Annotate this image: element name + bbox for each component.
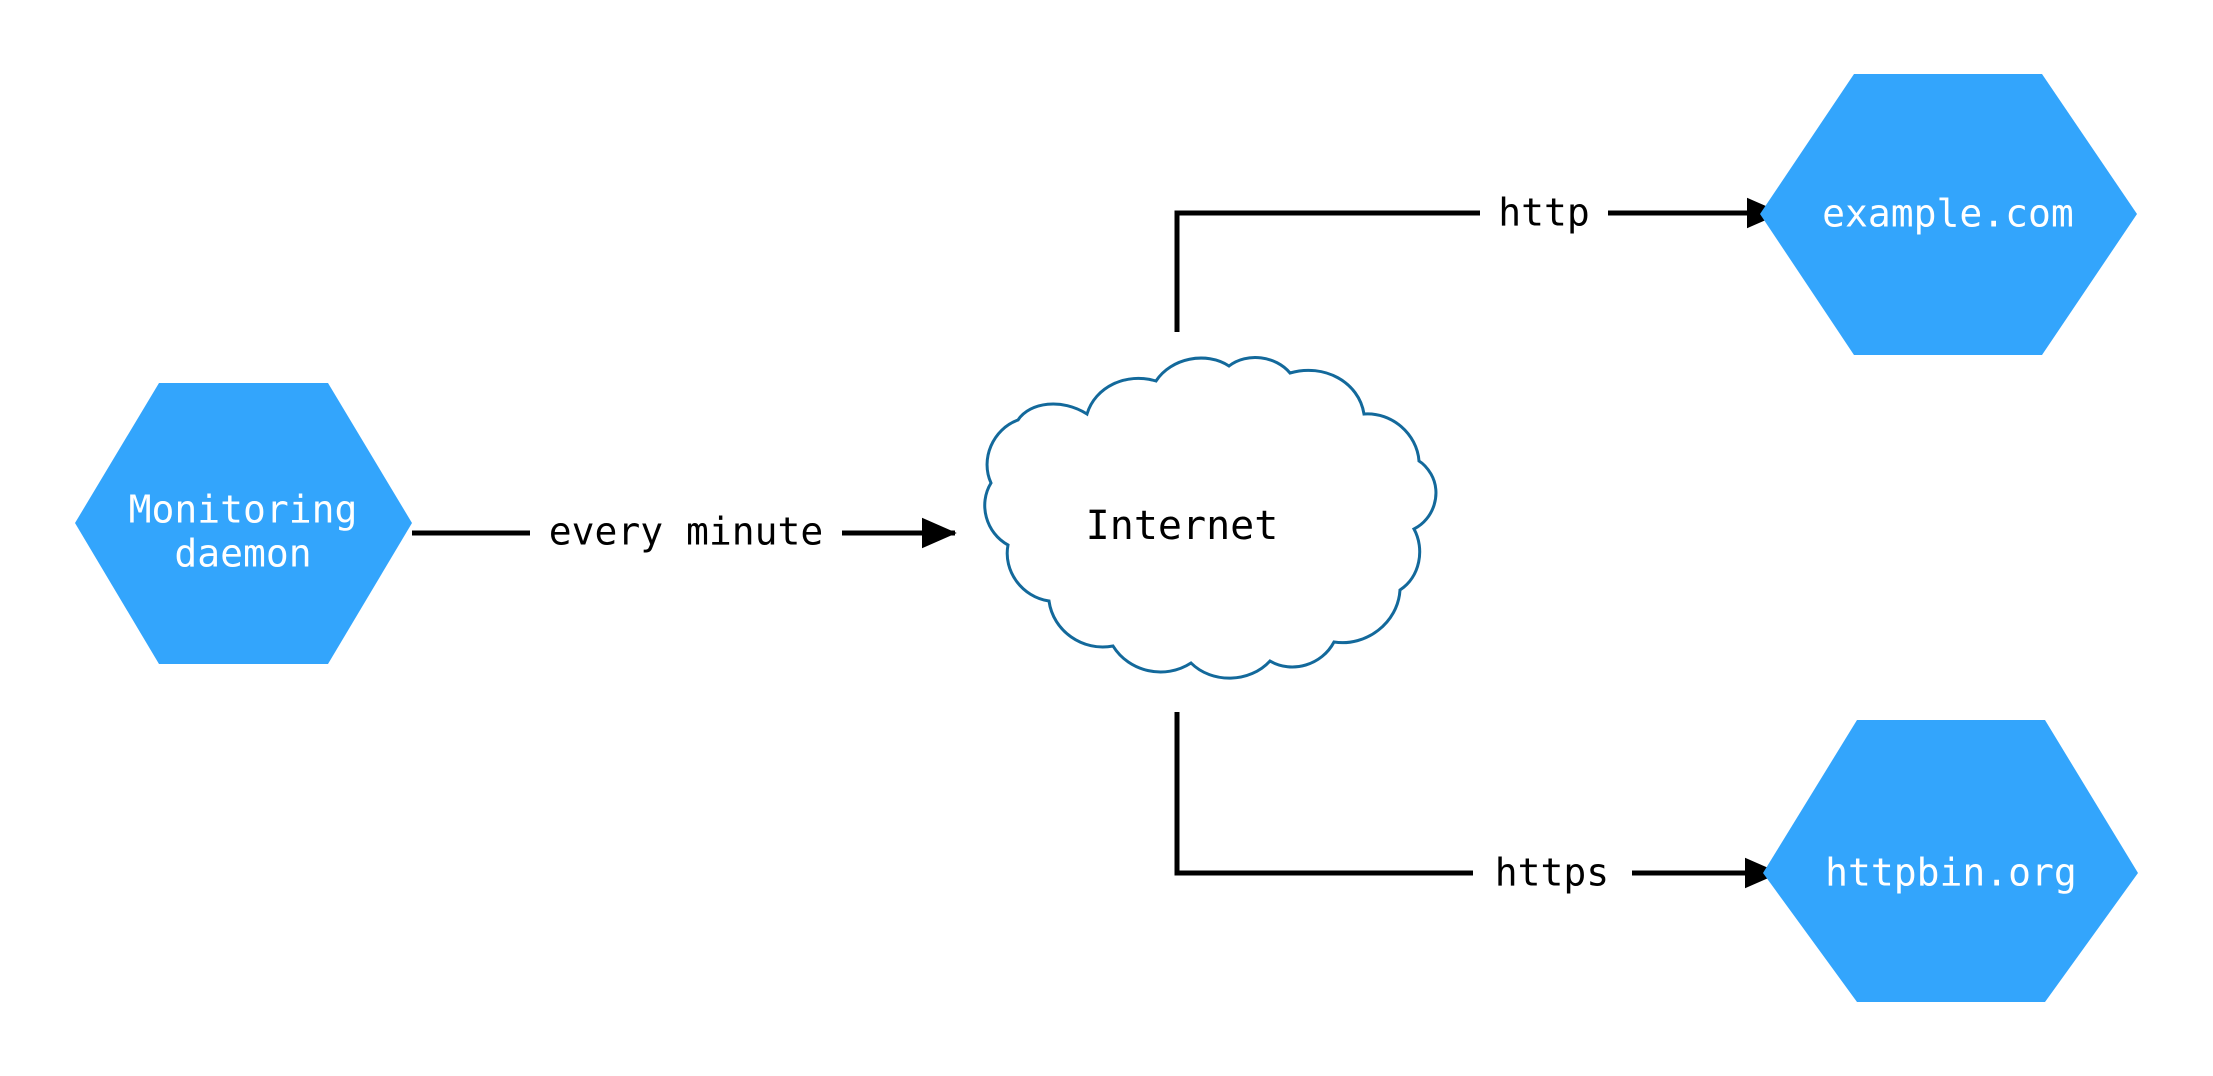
edge-daemon-to-internet: every minute — [412, 510, 957, 554]
node-monitoring-daemon-shape[interactable] — [75, 383, 412, 664]
node-example-com-shape[interactable] — [1760, 74, 2137, 355]
edge-internet-to-httpbin: https — [1174, 712, 1780, 895]
node-httpbin-org-shape[interactable] — [1763, 720, 2138, 1002]
node-httpbin-org-label: httpbin.org — [1825, 851, 2077, 895]
node-internet-label: Internet — [1086, 503, 1279, 549]
node-httpbin-org[interactable]: httpbin.org — [1763, 720, 2138, 1002]
edge-label-every-minute: every minute — [549, 510, 824, 554]
node-example-com[interactable]: example.com — [1760, 74, 2137, 355]
node-internet-shape[interactable] — [983, 356, 1438, 680]
edge-label-http: http — [1498, 191, 1590, 235]
edge-label-https: https — [1495, 851, 1609, 895]
node-monitoring-daemon-label-line1: Monitoring — [129, 488, 358, 532]
node-monitoring-daemon[interactable]: Monitoring daemon — [75, 383, 412, 664]
node-example-com-label: example.com — [1822, 192, 2074, 236]
node-monitoring-daemon-label-line2: daemon — [174, 532, 311, 576]
edge-internet-to-example-elbow — [1174, 210, 1480, 332]
node-internet[interactable]: Internet — [983, 356, 1438, 680]
edge-internet-to-example: http — [1174, 191, 1782, 332]
edge-internet-to-httpbin-elbow — [1174, 712, 1473, 876]
